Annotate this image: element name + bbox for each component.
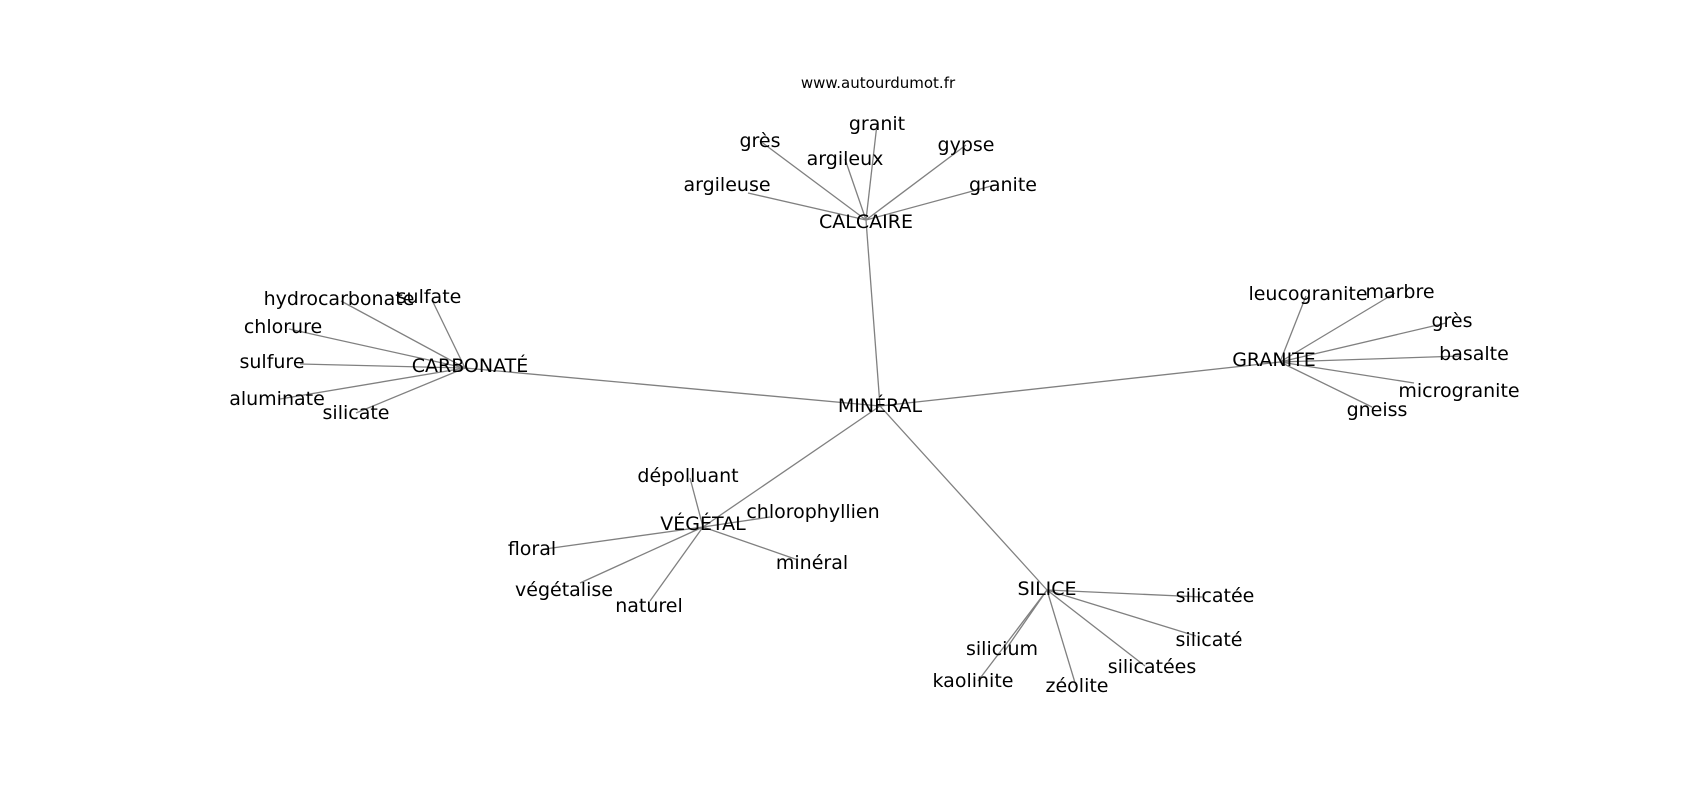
leaf-node-label: zéolite (1046, 675, 1109, 697)
edge-branch-to-leaf (340, 300, 466, 369)
leaf-node-label: sulfate (397, 286, 462, 308)
edge-branch-to-leaf (1279, 322, 1447, 363)
leaf-node-label: leucogranite (1248, 283, 1367, 305)
leaf-node-label: naturel (615, 595, 683, 617)
leaf-node-label: dépolluant (637, 465, 738, 487)
edge-branch-to-leaf (844, 158, 867, 221)
edge-branch-to-leaf (279, 367, 466, 400)
branch-node-label: CALCAIRE (819, 211, 913, 233)
edge-branch-to-leaf (1046, 589, 1077, 687)
edge-branch-to-leaf (1279, 361, 1415, 384)
edge-branch-to-leaf (1279, 292, 1396, 363)
leaf-node-label: silicatées (1108, 656, 1197, 678)
edge-branch-to-leaf (977, 589, 1048, 682)
branch-node-label: GRANITE (1232, 349, 1316, 371)
leaf-node-label: granite (969, 174, 1037, 196)
site-credit: www.autourdumot.fr (801, 74, 956, 92)
edge-center-to-branch (879, 361, 1281, 407)
edge-branch-to-leaf (1046, 589, 1203, 598)
edge-branch-to-leaf (865, 123, 878, 221)
leaf-node-label: chlorure (244, 316, 322, 338)
edge-center-to-branch (865, 219, 881, 407)
leaf-node-label: végétalise (515, 579, 613, 601)
edge-branch-to-leaf (1279, 361, 1373, 408)
leaf-node-label: basalte (1439, 343, 1509, 365)
edge-branch-to-leaf (1279, 295, 1307, 363)
edge-branch-to-leaf (1046, 589, 1146, 667)
leaf-node-label: granit (849, 113, 905, 135)
edge-center-to-branch (464, 367, 881, 407)
edge-branch-to-leaf (747, 192, 867, 221)
leaf-node-label: silicate (323, 402, 390, 424)
leaf-node-label: marbre (1365, 281, 1434, 303)
edge-branch-to-leaf (355, 367, 466, 414)
leaf-node-label: hydrocarbonate (264, 288, 415, 310)
edge-branch-to-leaf (579, 526, 704, 584)
edge-branch-to-leaf (1279, 355, 1462, 363)
leaf-node-label: grès (1431, 310, 1472, 332)
leaf-node-label: gneiss (1347, 399, 1408, 421)
leaf-node-label: microgranite (1398, 380, 1519, 402)
leaf-node-label: silicaté (1176, 629, 1243, 651)
edge-branch-to-leaf (865, 184, 996, 221)
edge-branch-to-leaf (649, 526, 704, 602)
leaf-node-label: silicium (966, 638, 1038, 660)
leaf-node-label: sulfure (239, 351, 304, 373)
graph-edges (279, 123, 1462, 687)
branch-node-label: CARBONATÉ (412, 354, 528, 377)
edge-branch-to-leaf (702, 516, 771, 528)
edge-center-to-branch (879, 405, 1048, 591)
leaf-node-label: argileuse (683, 174, 770, 196)
leaf-node-label: chlorophyllien (746, 501, 879, 523)
branch-node-label: VÉGÉTAL (660, 512, 746, 535)
graph-labels: MINÉRAL CALCAIRE granit grès argileux gypse ar… (229, 113, 1519, 697)
edge-branch-to-leaf (288, 328, 466, 369)
edge-center-to-branch (702, 405, 881, 528)
leaf-node-label: gypse (938, 134, 995, 156)
edge-branch-to-leaf (689, 477, 704, 528)
edge-branch-to-leaf (865, 144, 967, 221)
edge-branch-to-leaf (702, 526, 799, 561)
edge-branch-to-leaf (1046, 589, 1197, 637)
leaf-node-label: floral (508, 538, 556, 560)
center-node-label: MINÉRAL (838, 394, 923, 417)
edge-branch-to-leaf (544, 526, 704, 550)
leaf-node-label: minéral (776, 552, 848, 574)
leaf-node-label: argileux (807, 148, 884, 170)
leaf-node-label: silicatée (1176, 585, 1255, 607)
leaf-node-label: aluminate (229, 388, 325, 410)
edge-branch-to-leaf (759, 140, 867, 221)
leaf-node-label: grès (739, 130, 780, 152)
leaf-node-label: kaolinite (933, 670, 1014, 692)
branch-node-label: SILICE (1017, 578, 1076, 600)
edge-branch-to-leaf (431, 299, 466, 369)
edge-branch-to-leaf (299, 363, 466, 369)
